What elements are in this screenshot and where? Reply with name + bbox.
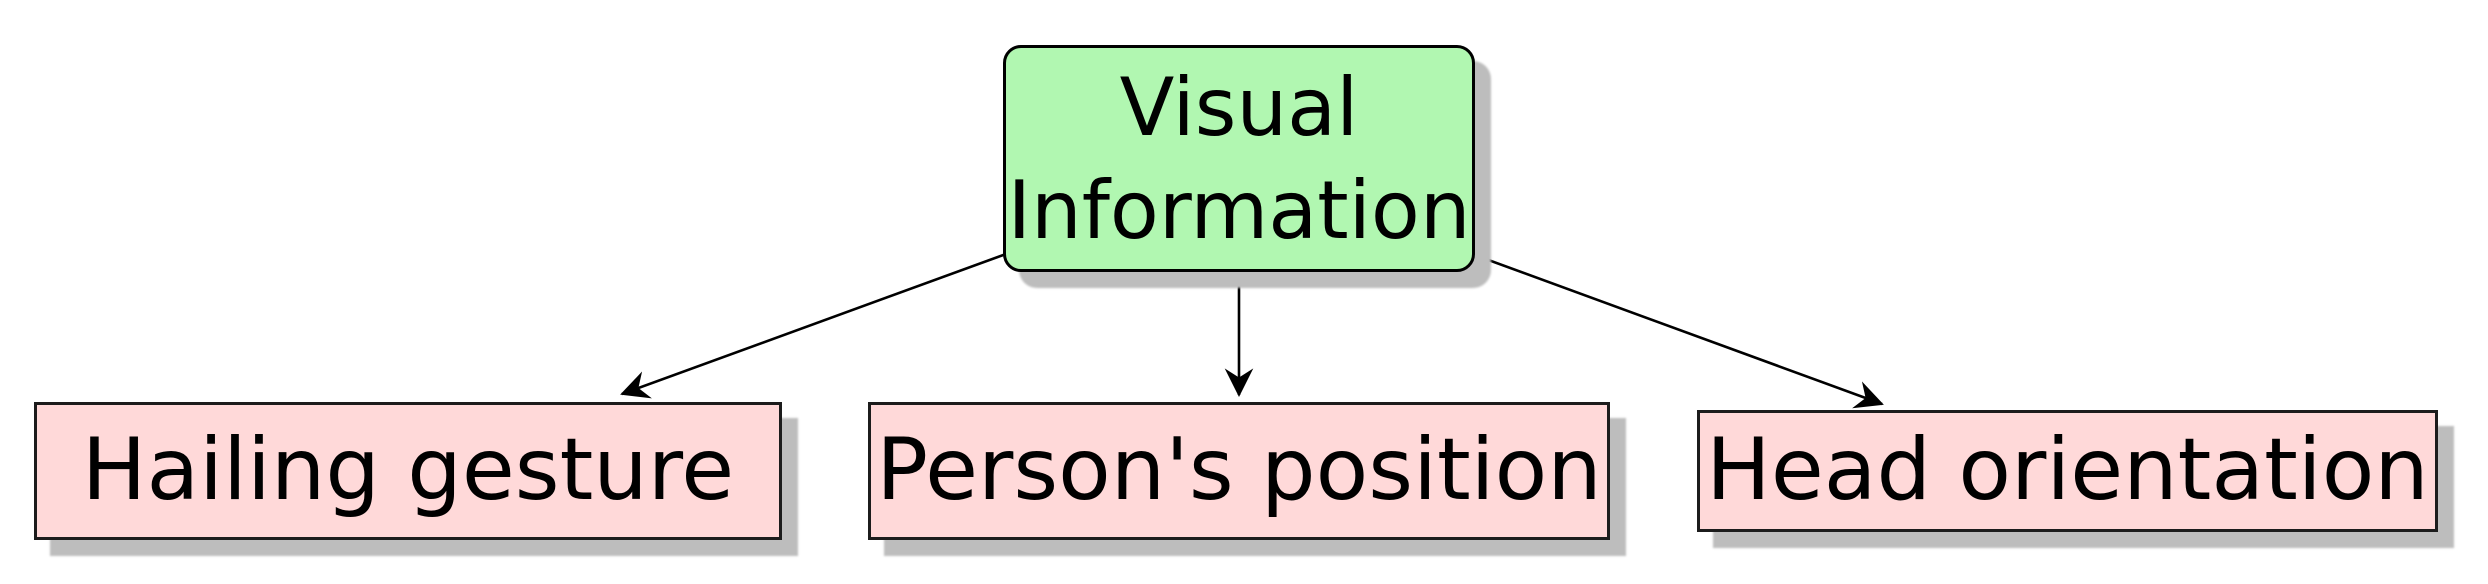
arrow-root-to-hailing-gesture [620, 252, 1007, 399]
arrow-root-to-head-orientation [1471, 252, 1884, 409]
node-visual-information: Visual Information [1003, 45, 1475, 272]
node-head-orientation: Head orientation [1697, 410, 2438, 532]
node-head-orientation-label: Head orientation [1706, 420, 2429, 521]
node-visual-information-label: Visual Information [1007, 60, 1471, 257]
node-hailing-gesture-label: Hailing gesture [81, 420, 735, 521]
node-persons-position-label: Person's position [876, 420, 1602, 521]
node-hailing-gesture: Hailing gesture [34, 402, 782, 540]
node-persons-position: Person's position [868, 402, 1610, 540]
